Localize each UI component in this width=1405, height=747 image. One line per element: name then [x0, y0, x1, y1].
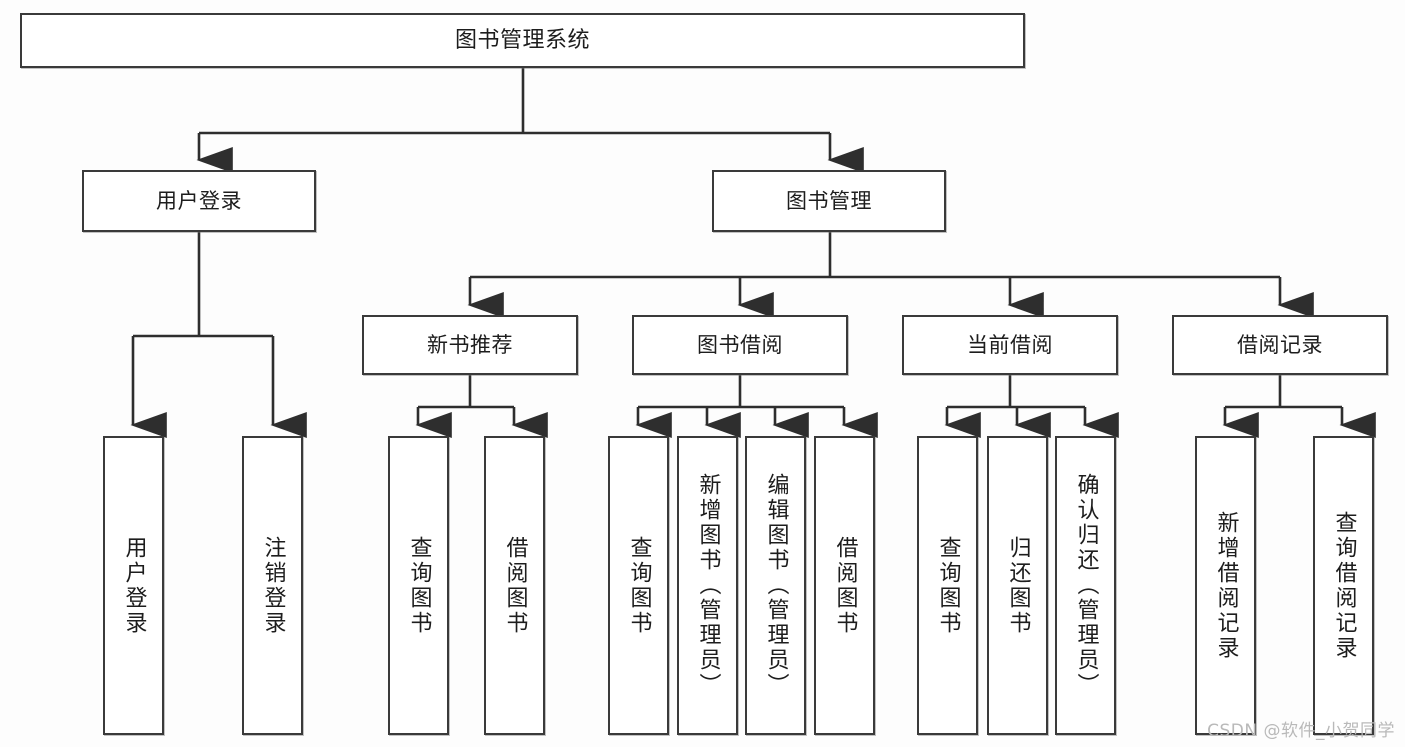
- leaf-add-book-admin[interactable]: 新增图书（管理员）: [677, 436, 738, 735]
- node-label: 查询图书: [626, 535, 652, 636]
- node-label: 借阅记录: [1237, 332, 1323, 357]
- leaf-user-login[interactable]: 用户登录: [103, 436, 164, 735]
- node-borrow-records[interactable]: 借阅记录: [1172, 315, 1388, 375]
- leaf-query-borrow-record[interactable]: 查询借阅记录: [1313, 436, 1374, 735]
- leaf-logout[interactable]: 注销登录: [242, 436, 303, 735]
- leaf-return-book[interactable]: 归还图书: [987, 436, 1048, 735]
- node-label: 新书推荐: [427, 332, 513, 357]
- node-label: 注销登录: [260, 535, 286, 636]
- node-label: 查询图书: [406, 535, 432, 636]
- csdn-watermark: CSDN @软件_小贺同学: [1207, 721, 1395, 741]
- node-label: 新增图书（管理员）: [695, 473, 721, 698]
- node-label: 用户登录: [156, 188, 242, 213]
- leaf-query-book-current[interactable]: 查询图书: [917, 436, 978, 735]
- node-label: 图书管理系统: [454, 27, 590, 53]
- node-label: 归还图书: [1005, 535, 1031, 636]
- leaf-edit-book-admin[interactable]: 编辑图书（管理员）: [745, 436, 806, 735]
- leaf-add-borrow-record[interactable]: 新增借阅记录: [1195, 436, 1256, 735]
- node-book-borrow[interactable]: 图书借阅: [632, 315, 848, 375]
- node-label: 借阅图书: [502, 535, 528, 636]
- node-user-login[interactable]: 用户登录: [82, 170, 316, 232]
- leaf-query-book-recommend[interactable]: 查询图书: [388, 436, 449, 735]
- node-label: 编辑图书（管理员）: [763, 473, 789, 698]
- node-label: 图书借阅: [697, 332, 783, 357]
- node-label: 查询借阅记录: [1331, 510, 1357, 661]
- leaf-borrow-book[interactable]: 借阅图书: [814, 436, 875, 735]
- node-label: 查询图书: [935, 535, 961, 636]
- node-new-book-recommend[interactable]: 新书推荐: [362, 315, 578, 375]
- node-label: 用户登录: [121, 535, 147, 636]
- leaf-borrow-book-recommend[interactable]: 借阅图书: [484, 436, 545, 735]
- node-label: 借阅图书: [832, 535, 858, 636]
- leaf-confirm-return-admin[interactable]: 确认归还（管理员）: [1055, 436, 1116, 735]
- node-label: 确认归还（管理员）: [1073, 473, 1099, 698]
- node-current-borrow[interactable]: 当前借阅: [902, 315, 1118, 375]
- node-label: 新增借阅记录: [1213, 510, 1239, 661]
- leaf-query-book-borrow[interactable]: 查询图书: [608, 436, 669, 735]
- node-label: 当前借阅: [967, 332, 1053, 357]
- node-book-management[interactable]: 图书管理: [712, 170, 946, 232]
- node-root-system[interactable]: 图书管理系统: [20, 13, 1025, 68]
- node-label: 图书管理: [786, 188, 872, 213]
